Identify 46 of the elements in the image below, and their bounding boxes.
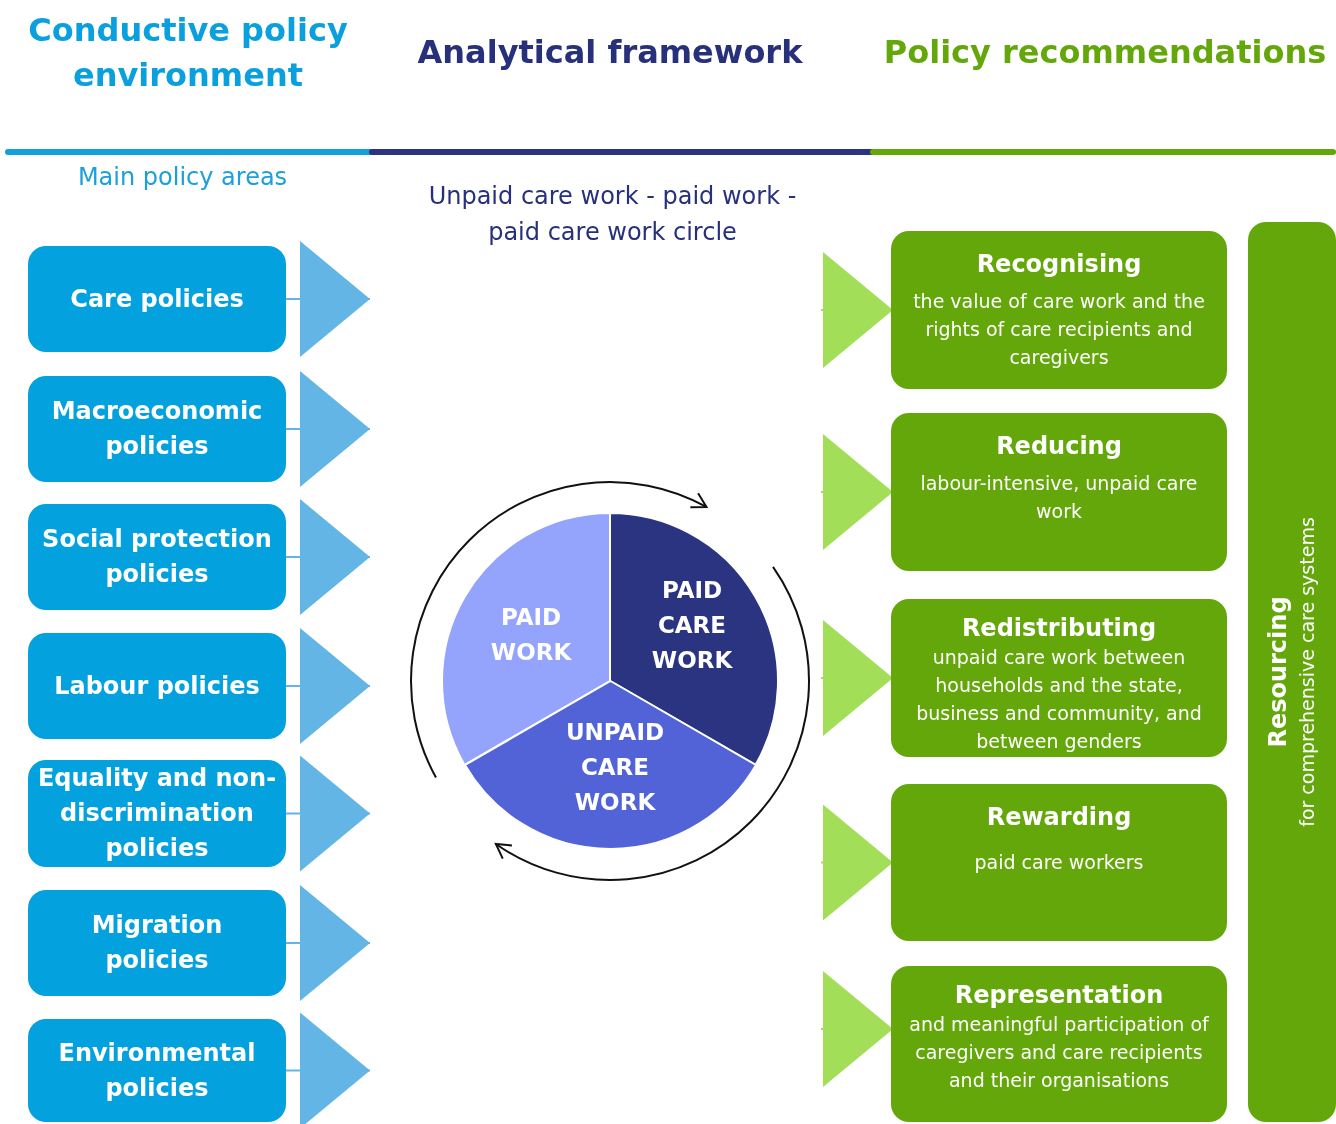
policy-box [28,890,286,996]
box-title: Macroeconomic policies [50,396,264,462]
policy-box [28,376,286,482]
recommendation-box [891,784,1227,941]
bar-title: Resourcing [1263,595,1293,750]
triangle-arrow [285,755,371,872]
box-description: and meaningful participation of caregivers and care recipients and their organisations [908,1012,1210,1093]
slice-label: PAID WORK [489,603,573,667]
triangle-arrow [285,241,371,357]
slice-label: UNPAID CARE WORK [564,718,666,817]
box-title: Migration policies [90,910,224,976]
policy-box [28,633,286,739]
subheading: Unpaid care work - paid work - paid care work circle [427,181,798,248]
box-description: labour-intensive, unpaid care work [919,471,1199,524]
triangle-arrow [285,499,371,615]
triangle-arrow [285,1012,371,1124]
box-title: Representation [954,980,1164,1010]
recommendation-box [891,231,1227,389]
triangle-arrow [285,885,371,1001]
resourcing-bar [1248,222,1336,1122]
policy-box [28,246,286,352]
box-description: paid care workers [973,850,1145,875]
policy-box [28,504,286,610]
box-title: Environmental policies [57,1037,257,1104]
box-title: Social protection policies [41,524,273,590]
box-title: Reducing [996,431,1122,461]
bar-description: for comprehensive care systems [1295,516,1319,829]
column-heading: Analytical framework [416,32,804,73]
box-title: Care policies [69,283,245,315]
box-description: the value of care work and the rights of care recipients and caregivers [912,289,1206,370]
box-title: Labour policies [53,670,261,702]
box-title: Recognising [976,249,1142,279]
box-title: Redistributing [961,613,1157,643]
policy-box [28,1019,286,1122]
recommendation-box [891,966,1227,1122]
recommendation-box [891,413,1227,571]
box-description: unpaid care work between households and the state, business and community, and between genders [915,645,1203,754]
recommendation-box [891,599,1227,757]
triangle-arrow [285,628,371,744]
box-title: Rewarding [986,802,1132,832]
subheading: Main policy areas [76,162,289,193]
slice-label: PAID CARE WORK [650,576,734,675]
column-heading: Policy recommendations [882,32,1328,73]
box-title: Equality and non-discrimination policies [36,763,278,864]
column-heading: Conductive policy environment [27,10,349,96]
triangle-arrow [285,371,371,487]
